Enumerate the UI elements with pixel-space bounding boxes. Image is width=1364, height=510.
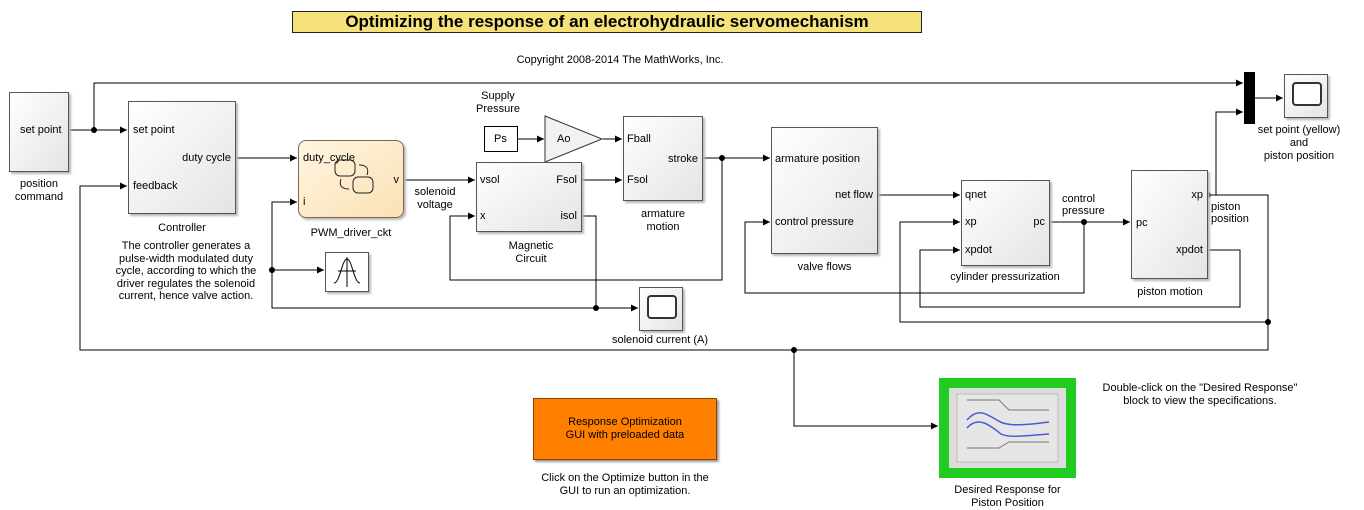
armature-motion-caption: armature motion <box>640 208 686 233</box>
response-optimization-button[interactable]: Response Optimization GUI with preloaded… <box>533 398 717 460</box>
armature-motion-block[interactable]: Fball Fsol stroke <box>623 116 703 201</box>
spectrum-block[interactable] <box>325 252 369 292</box>
piston-position-label: piston position <box>1211 201 1249 225</box>
scope-solenoid-current[interactable] <box>639 287 683 331</box>
pwm-driver-caption: PWM_driver_ckt <box>310 227 392 239</box>
mux-block[interactable] <box>1244 72 1255 124</box>
controller-feedback-label: feedback <box>133 180 178 192</box>
page-title: Optimizing the response of an electrohyd… <box>292 11 922 33</box>
ps-label: Ps <box>494 133 507 145</box>
fsol-in-label: Fsol <box>627 174 648 186</box>
pwm-i-label: i <box>303 196 306 208</box>
optim-button-label: Response Optimization GUI with preloaded… <box>565 416 685 441</box>
copyright-text: Copyright 2008-2014 The MathWorks, Inc. <box>516 54 724 66</box>
pwm-v-label: v <box>393 174 400 186</box>
piston-xpdot-label: xpdot <box>1176 244 1203 256</box>
cyl-xp-label: xp <box>965 216 977 228</box>
stroke-label: stroke <box>668 153 698 165</box>
desired-response-caption: Desired Response for Piston Position <box>954 484 1061 509</box>
supply-pressure-label: Supply Pressure <box>475 90 521 115</box>
piston-motion-caption: piston motion <box>1137 286 1203 298</box>
cylinder-pressurization-caption: cylinder pressurization <box>950 271 1060 283</box>
scope2-caption: solenoid current (A) <box>612 334 708 346</box>
controller-caption: Controller <box>158 222 206 234</box>
desired-response-note: Double-click on the "Desired Response" b… <box>1102 382 1298 407</box>
x-label: x <box>480 210 486 222</box>
scope-screen-icon <box>647 295 677 319</box>
pc-out-label: pc <box>1033 216 1045 228</box>
piston-motion-block[interactable]: pc xp xpdot <box>1131 170 1208 279</box>
cylinder-pressurization-block[interactable]: qnet xp xpdot pc <box>961 180 1050 266</box>
waveform-icon <box>333 257 361 287</box>
control-pressure-in-label: control pressure <box>775 216 854 228</box>
scope1-caption: set point (yellow) and piston position <box>1257 124 1341 162</box>
magnetic-circuit-block[interactable]: vsol x Fsol isol <box>476 162 582 232</box>
magnetic-circuit-caption: Magnetic Circuit <box>508 240 554 265</box>
optimize-note: Click on the Optimize button in the GUI … <box>541 472 709 497</box>
net-flow-label: net flow <box>835 189 873 201</box>
stateflow-chart-icon <box>334 159 374 194</box>
ps-constant-block[interactable]: Ps <box>484 126 518 152</box>
gain-label: Ao <box>557 133 571 145</box>
controller-duty-cycle-label: duty cycle <box>182 152 231 164</box>
solenoid-voltage-label: solenoid voltage <box>414 186 456 211</box>
desired-response-plot-icon <box>949 388 1066 468</box>
position-command-block[interactable]: set point <box>9 92 69 172</box>
vsol-label: vsol <box>480 174 500 186</box>
set-point-port-label: set point <box>20 124 62 136</box>
scope-setpoint-piston[interactable] <box>1284 74 1328 118</box>
scope-screen-icon <box>1292 82 1322 106</box>
desired-response-block[interactable] <box>939 378 1076 478</box>
valve-flows-block[interactable]: armature position net flow control press… <box>771 127 878 254</box>
armature-position-label: armature position <box>775 153 860 165</box>
fball-label: Fball <box>627 133 651 145</box>
controller-set-point-label: set point <box>133 124 175 136</box>
control-pressure-label: control pressure <box>1062 193 1105 217</box>
fsol-out-label: Fsol <box>556 174 577 186</box>
pwm-driver-block[interactable]: duty_cycle i v <box>298 140 404 218</box>
controller-block[interactable]: set point feedback duty cycle <box>128 101 236 214</box>
isol-label: isol <box>560 210 577 222</box>
pwm-duty-cycle-label: duty_cycle <box>303 152 355 164</box>
position-command-caption: position command <box>14 178 64 203</box>
piston-pc-label: pc <box>1136 217 1148 229</box>
gain-block[interactable] <box>544 115 604 163</box>
qnet-label: qnet <box>965 189 987 201</box>
cyl-xpdot-label: xpdot <box>965 244 992 256</box>
piston-xp-label: xp <box>1191 189 1203 201</box>
controller-note: The controller generates a pulse-width m… <box>115 240 257 302</box>
valve-flows-caption: valve flows <box>797 261 852 273</box>
